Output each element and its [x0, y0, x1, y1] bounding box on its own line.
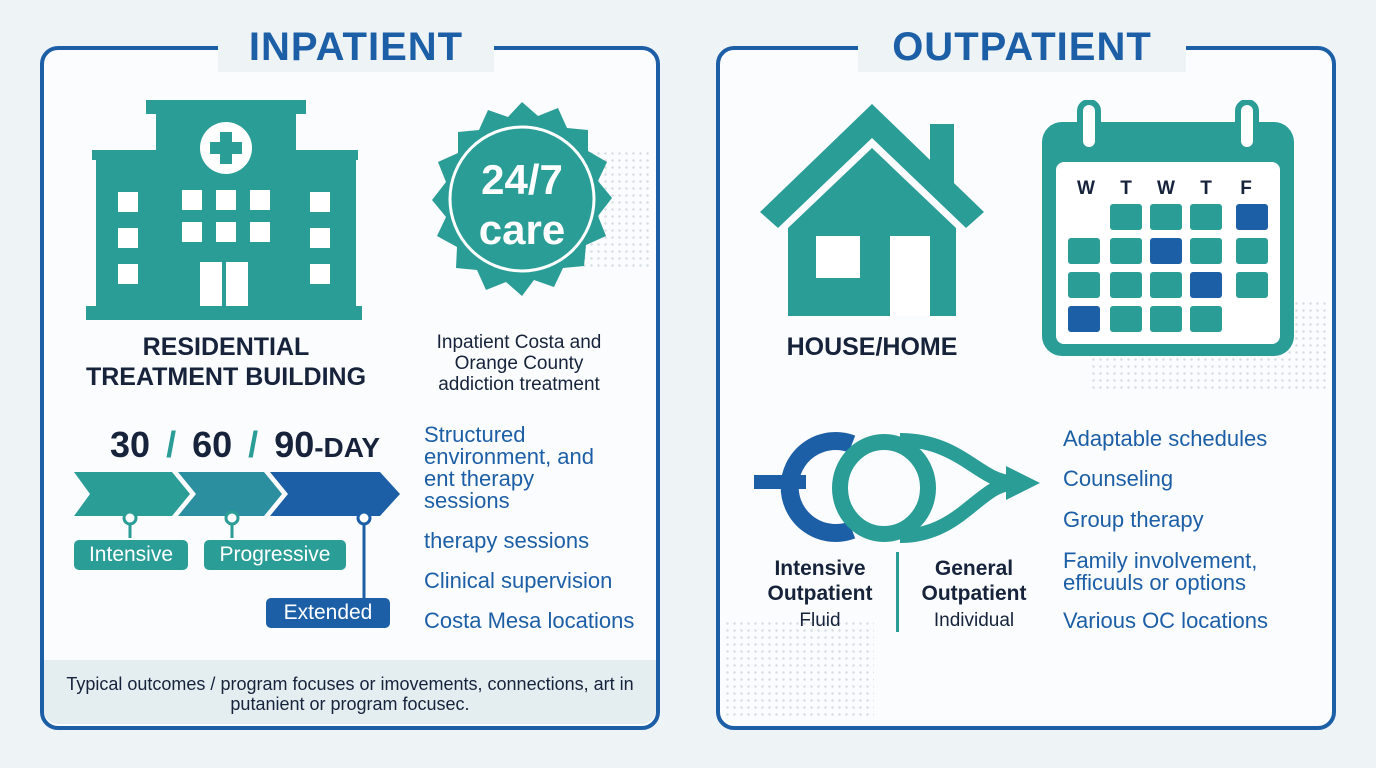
- inpatient-footer: Typical outcomes / program focuses or im…: [44, 660, 656, 724]
- duration-30: 30: [110, 424, 151, 465]
- badge-line2: care: [479, 206, 565, 253]
- track-intensive: Intensive Outpatient Fluid: [748, 556, 892, 632]
- inpatient-feature-1: Structured environment, and ent therapy …: [424, 422, 594, 513]
- duration-suffix: -DAY: [314, 432, 381, 463]
- outpatient-feature-2: Counseling: [1063, 466, 1174, 491]
- hospital-building-icon: [86, 100, 362, 320]
- care-badge-icon: 24/7 care: [432, 102, 612, 296]
- duration-sep2: /: [248, 424, 259, 465]
- dot-pattern: [724, 620, 874, 720]
- stage-progressive: Progressive: [204, 540, 346, 570]
- duration-sep1: /: [166, 424, 177, 465]
- track-general-name: General Outpatient: [921, 557, 1027, 605]
- outpatient-title: OUTPATIENT: [858, 22, 1186, 72]
- outpatient-feature-1: Adaptable schedules: [1063, 426, 1268, 451]
- track-general-sub: Individual: [933, 610, 1015, 631]
- badge-line1: 24/7: [481, 156, 563, 203]
- stage-intensive: Intensive: [74, 540, 188, 570]
- duration-label: 30 / 60 / 90-DAY: [110, 424, 380, 469]
- home-caption: HOUSE/HOME: [786, 333, 958, 361]
- calendar-icon: W T W T F: [1042, 100, 1294, 356]
- inpatient-feature-4: Costa Mesa locations: [424, 608, 635, 633]
- badge-caption: Inpatient Costa and Orange County addict…: [436, 332, 602, 395]
- track-divider: [896, 552, 899, 632]
- duration-60: 60: [192, 424, 233, 465]
- calendar-day-3: W: [1157, 178, 1175, 199]
- calendar-day-4: T: [1200, 178, 1212, 199]
- calendar-day-1: W: [1077, 178, 1095, 199]
- stage-extended: Extended: [266, 598, 390, 628]
- timeline-chevrons: [74, 472, 400, 598]
- building-caption: RESIDENTIAL TREATMENT BUILDING: [85, 333, 367, 391]
- track-general: General Outpatient Individual: [904, 556, 1044, 632]
- house-icon: [760, 104, 984, 316]
- outpatient-feature-3: Group therapy: [1063, 507, 1204, 532]
- track-intensive-name: Intensive Outpatient: [767, 557, 873, 605]
- track-intensive-sub: Fluid: [799, 610, 841, 631]
- pathway-arrow-icon: [754, 432, 1040, 543]
- inpatient-feature-3: Clinical supervision: [424, 568, 613, 593]
- duration-90: 90: [274, 424, 315, 465]
- outpatient-feature-4: Family involvement, efficuuls or options: [1063, 548, 1258, 595]
- calendar-day-2: T: [1120, 178, 1132, 199]
- inpatient-title: INPATIENT: [218, 22, 494, 72]
- outpatient-feature-5: Various OC locations: [1063, 608, 1269, 633]
- calendar-day-5: F: [1240, 178, 1252, 199]
- inpatient-feature-2: therapy sessions: [424, 528, 590, 553]
